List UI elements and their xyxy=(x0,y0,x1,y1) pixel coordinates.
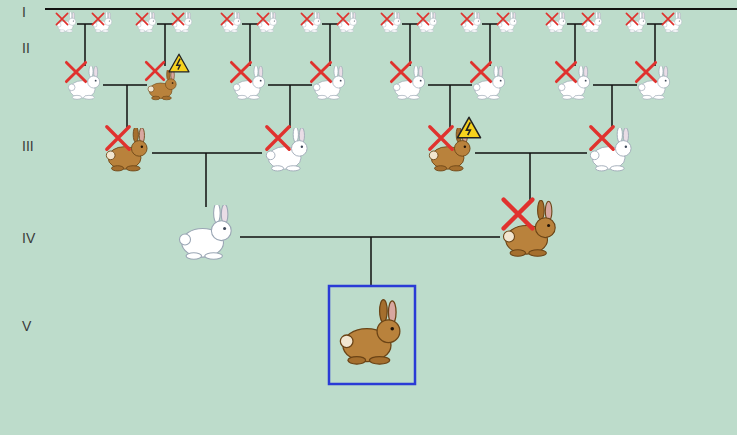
generation-label-holder: IV xyxy=(22,230,35,246)
generation-label: V xyxy=(22,318,31,334)
generation-label-holder: III xyxy=(22,138,34,154)
generation-label-holder: II xyxy=(22,40,30,56)
generation-label: IV xyxy=(22,230,35,246)
generation-label-holder: V xyxy=(22,318,31,334)
generation-label: III xyxy=(22,138,34,154)
generation-label-holder: I xyxy=(22,4,26,20)
generation-label: II xyxy=(22,40,30,56)
generation-label: I xyxy=(22,4,26,20)
